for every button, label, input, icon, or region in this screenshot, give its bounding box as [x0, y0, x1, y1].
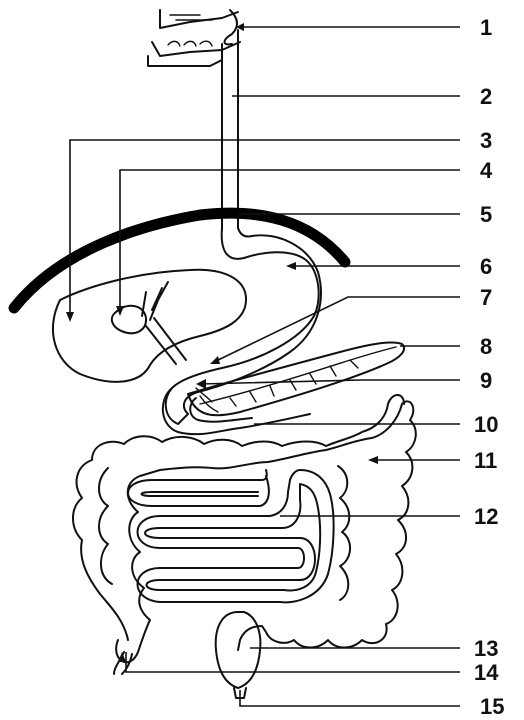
leader-4 [120, 170, 460, 312]
label-9: 9 [480, 368, 492, 393]
label-7: 7 [480, 285, 492, 310]
label-2: 2 [480, 84, 492, 109]
label-10: 10 [474, 412, 498, 437]
label-14: 14 [474, 660, 499, 685]
label-12: 12 [474, 504, 498, 529]
label-8: 8 [480, 334, 492, 359]
esophagus [222, 30, 238, 230]
number-labels: 1 2 3 4 5 6 7 8 9 10 11 12 13 14 15 [474, 15, 504, 719]
diaphragm [14, 213, 345, 308]
leader-15 [240, 690, 460, 706]
mouth [148, 10, 240, 66]
label-13: 13 [474, 636, 498, 661]
label-6: 6 [480, 254, 492, 279]
label-11: 11 [474, 448, 497, 473]
label-5: 5 [480, 202, 492, 227]
label-15: 15 [480, 694, 504, 719]
small-intestine [138, 470, 334, 602]
liver [53, 270, 246, 382]
leader-14 [126, 652, 460, 672]
leader-9 [200, 380, 460, 384]
label-1: 1 [480, 15, 492, 40]
gallbladder [112, 282, 186, 364]
label-3: 3 [480, 128, 492, 153]
label-4: 4 [480, 158, 493, 183]
